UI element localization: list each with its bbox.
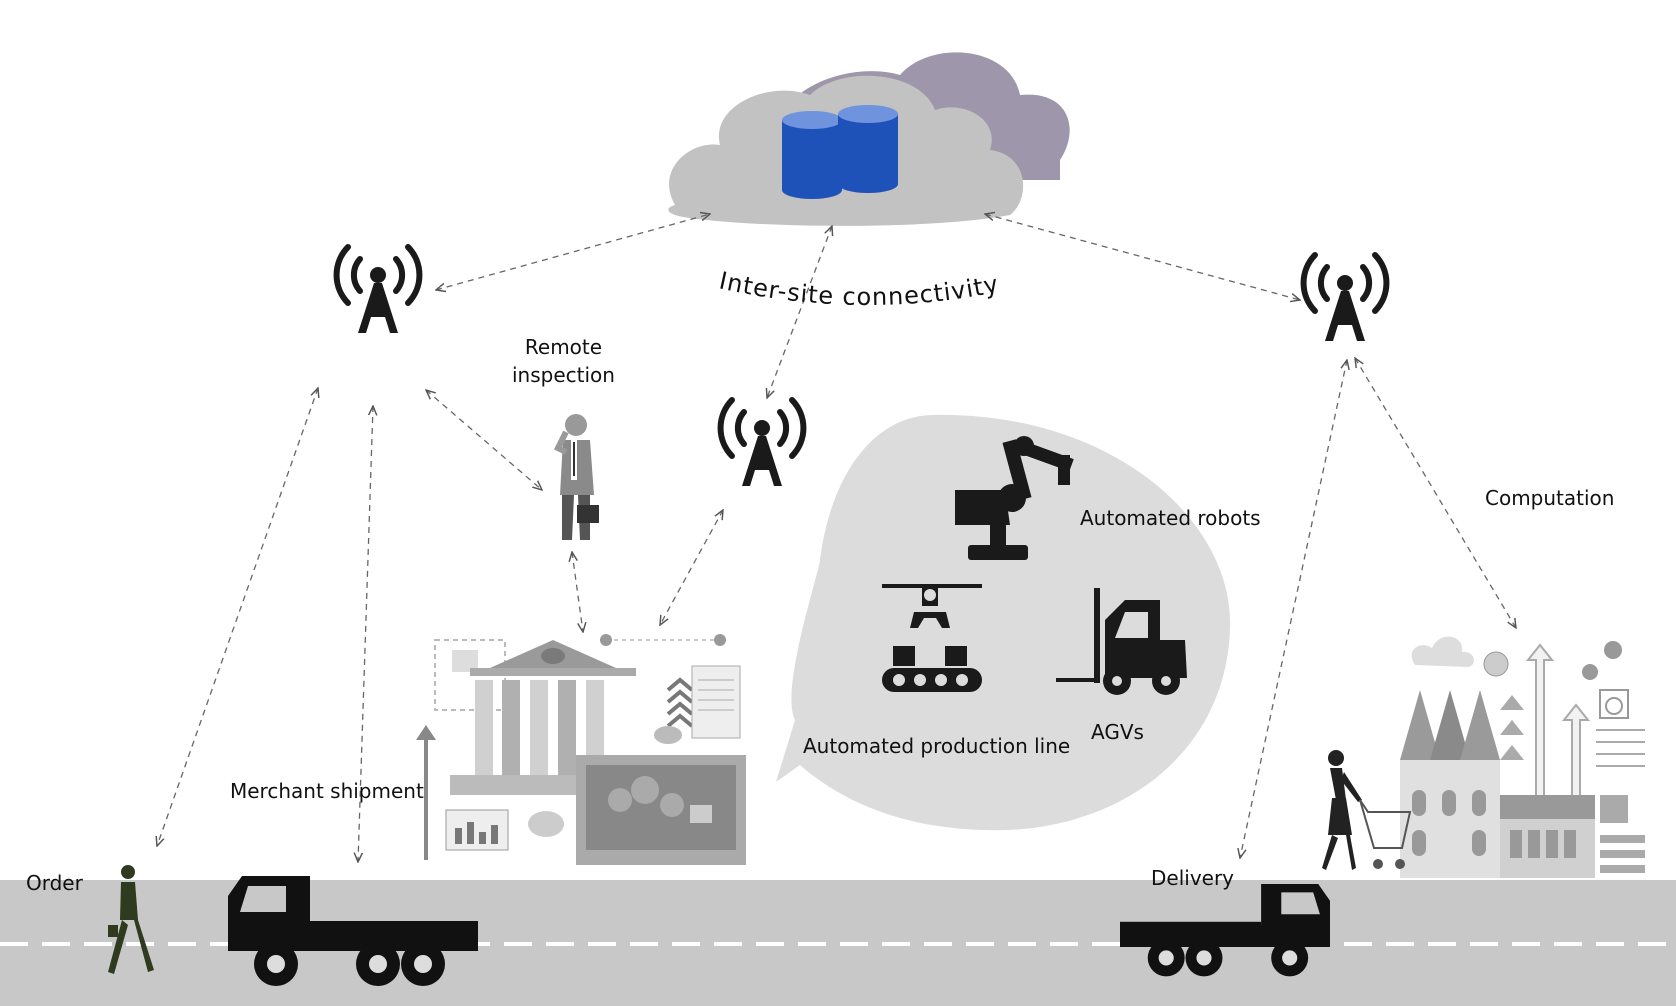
radio-tower-icon <box>337 247 420 333</box>
radio-tower-icon <box>1304 255 1387 341</box>
forklift-agv-icon <box>1056 588 1187 695</box>
remote-inspection-label: Remote inspection <box>512 335 615 387</box>
automation-bubble <box>776 414 1231 831</box>
radio-tower-icon <box>721 400 804 486</box>
automated-robots-label: Automated robots <box>1080 506 1261 530</box>
inter-site-connectivity-label: Inter-site connectivity <box>717 267 1002 312</box>
cloud-database-icon <box>668 52 1070 226</box>
merchant-shipment-label: Merchant shipment <box>230 779 424 803</box>
connection-arrows <box>157 214 1516 862</box>
factory-illustration-icon <box>416 634 746 865</box>
agvs-label: AGVs <box>1091 720 1144 744</box>
shopper-icon <box>1322 750 1362 870</box>
conveyor-gripper-icon <box>882 584 982 692</box>
delivery-label: Delivery <box>1151 866 1235 890</box>
shopping-cart-icon <box>1359 799 1412 869</box>
computation-label: Computation <box>1485 486 1615 510</box>
businessman-icon <box>553 414 599 540</box>
robot-arm-icon <box>955 436 1074 560</box>
city-illustration-icon <box>1400 636 1645 878</box>
order-label: Order <box>26 871 83 895</box>
walking-man-icon <box>108 865 154 974</box>
automated-production-line-label: Automated production line <box>803 734 1071 758</box>
